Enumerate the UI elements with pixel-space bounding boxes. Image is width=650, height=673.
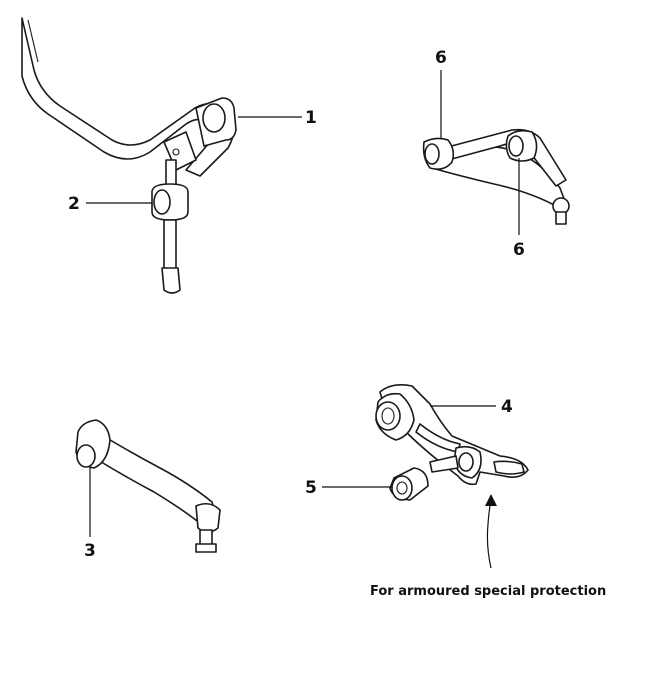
upper-control-arm-6 — [422, 128, 570, 225]
lower-arm-4 — [375, 384, 529, 486]
bushing-5 — [389, 467, 429, 501]
armoured-protection-note: For armoured special protection — [370, 584, 606, 599]
stabilizer-bar — [21, 17, 236, 177]
arrow-up-icon — [485, 494, 497, 569]
stabilizer-link-2 — [151, 159, 189, 294]
callout-5: 5 — [305, 478, 317, 498]
callout-6b: 6 — [513, 240, 525, 260]
callout-2: 2 — [68, 194, 80, 214]
callout-3: 3 — [84, 541, 96, 561]
callout-1: 1 — [305, 108, 317, 128]
callout-6a: 6 — [435, 48, 447, 68]
lower-arm-3 — [75, 419, 221, 553]
callout-4: 4 — [501, 397, 513, 417]
